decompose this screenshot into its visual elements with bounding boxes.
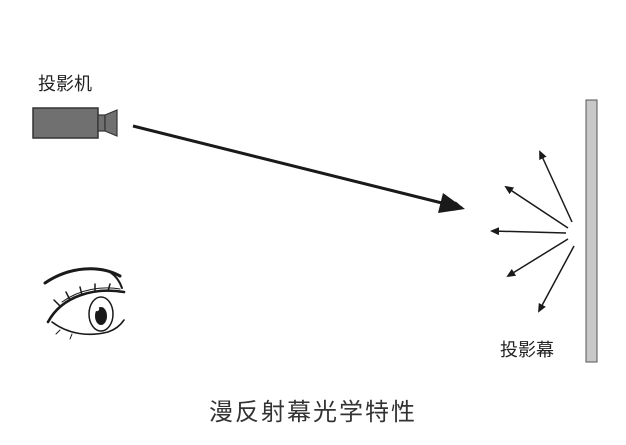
diagram-caption: 漫反射幕光学特性	[209, 398, 417, 426]
reflection-arrows	[490, 150, 575, 313]
reflection-arrow-1	[539, 150, 573, 223]
eye-icon	[43, 267, 126, 340]
projection-beam-arrow	[132, 124, 464, 211]
projector-icon	[32, 107, 118, 139]
reflection-arrow-3	[490, 227, 567, 236]
projection-beam-arrowhead	[438, 193, 465, 213]
reflection-arrow-2	[504, 185, 569, 229]
reflection-arrow-4	[506, 238, 569, 278]
screen-label: 投影幕	[500, 340, 554, 361]
projector-label: 投影机	[38, 74, 92, 95]
projection-screen	[585, 99, 598, 363]
reflection-arrow-5	[538, 245, 575, 313]
